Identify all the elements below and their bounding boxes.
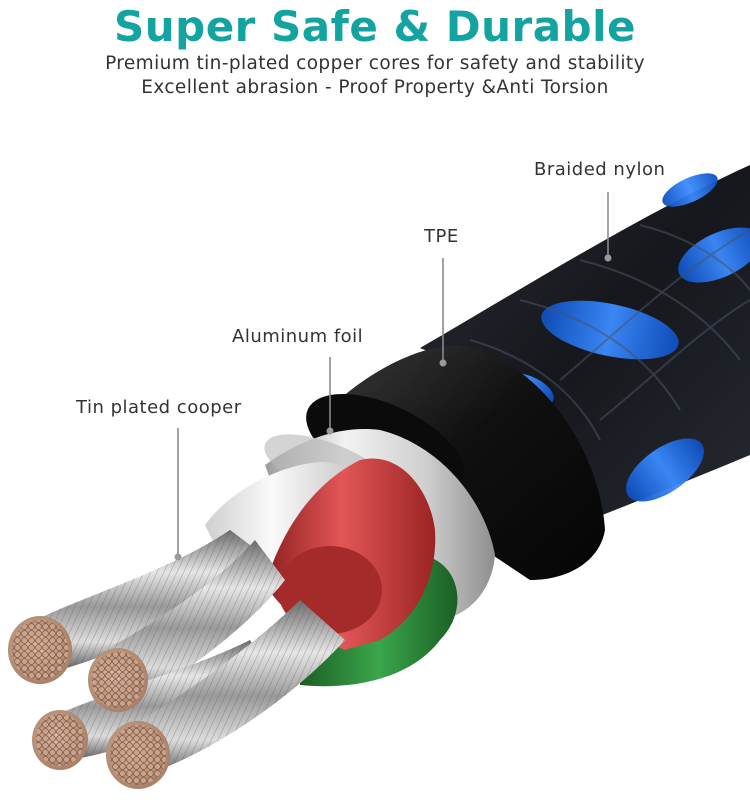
subtitle-line-2: Excellent abrasion - Proof Property &Ant… (141, 77, 609, 98)
label-tpe: TPE (424, 226, 459, 247)
headline: Super Safe & Durable (113, 2, 637, 51)
subtitle-line-1: Premium tin-plated copper cores for safe… (105, 53, 645, 74)
tin-plated-copper-wires (8, 530, 345, 789)
label-aluminum-foil: Aluminum foil (232, 326, 364, 347)
label-braided-nylon: Braided nylon (534, 159, 666, 180)
red-insulated-wire (265, 458, 436, 650)
callout-leader-lines (177, 192, 609, 555)
label-tin-plated-copper: Tin plated cooper (76, 397, 242, 418)
callout-dots (174, 254, 612, 561)
copper-strand-ends (8, 616, 170, 789)
